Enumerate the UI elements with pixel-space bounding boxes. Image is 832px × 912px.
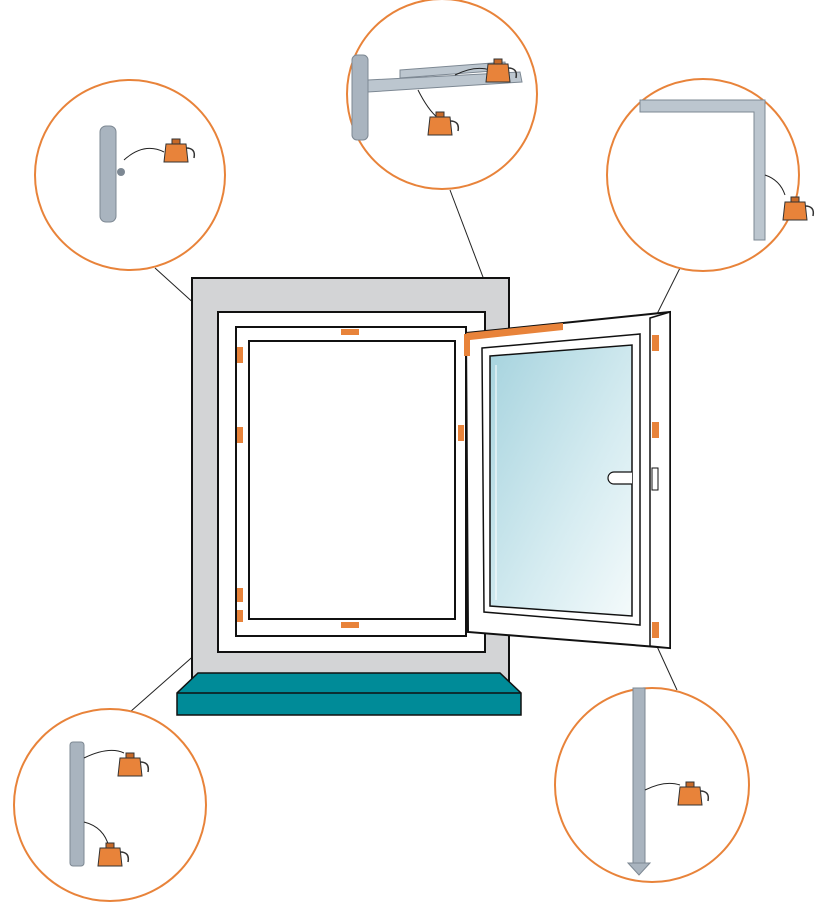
window-hinge-icon [351, 54, 369, 141]
detail-corner-drive [606, 78, 815, 272]
espagnolette-icon [69, 741, 85, 867]
detail-hinge [346, 0, 538, 190]
detail-espagnolette [554, 687, 750, 883]
frame-rebate [248, 340, 456, 620]
frame-lubrication-points [237, 329, 464, 628]
window-handle [607, 471, 632, 485]
detail-locking-cam [34, 79, 226, 271]
espagnolette-rod-icon [632, 687, 646, 864]
window-sill [176, 672, 522, 716]
corner-drive-icon [639, 99, 766, 241]
detail-keeper [13, 708, 207, 902]
glass-pane [489, 344, 633, 617]
locking-cam-icon [99, 125, 117, 223]
open-sash [464, 310, 671, 650]
